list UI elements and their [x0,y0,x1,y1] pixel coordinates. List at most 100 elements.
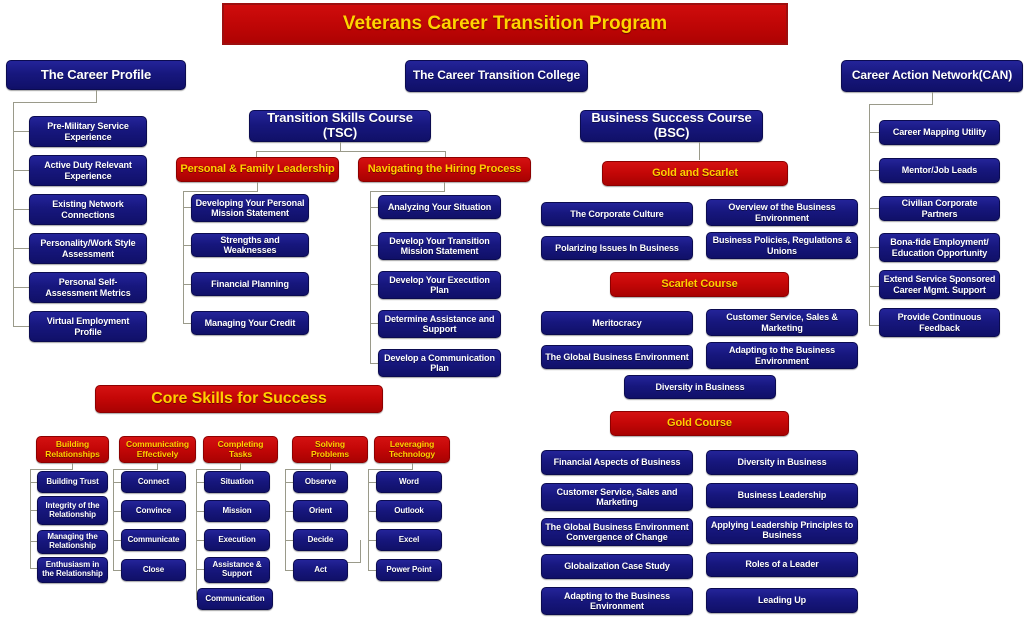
connector [370,245,380,246]
bsc-section-item[interactable]: Diversity in Business [706,450,858,475]
bsc-section-header[interactable]: Scarlet Course [610,272,789,297]
tsc-branch-item[interactable]: Develop a Communication Plan [378,349,501,377]
career-profile-item[interactable]: Personality/Work Style Assessment [29,233,147,264]
core-skills-item[interactable]: Excel [376,529,442,551]
core-skills-item[interactable]: Convince [121,500,186,522]
can-item[interactable]: Civilian Corporate Partners [879,196,1000,221]
bsc-section-item[interactable]: Overview of the Business Environment [706,199,858,226]
bsc-section-item[interactable]: Applying Leadership Principles to Busine… [706,516,858,544]
core-skills-item[interactable]: Enthusiasm in the Relationship [37,557,108,583]
bsc-section-item[interactable]: Adapting to the Business Environment [706,342,858,369]
bsc-section-item[interactable]: The Global Business Environment [541,345,693,369]
core-skills-item[interactable]: Communicate [121,529,186,551]
core-skills-header[interactable]: Core Skills for Success [95,385,383,413]
tsc-branch-item[interactable]: Develop Your Execution Plan [378,271,501,299]
tsc-branch-item[interactable]: Strengths and Weaknesses [191,233,309,257]
core-skills-item[interactable]: Managing the Relationship [37,530,108,554]
tsc-branch-item[interactable]: Develop Your Transition Mission Statemen… [378,232,501,260]
connector [113,469,114,571]
bsc-section-item[interactable]: The Global Business Environment Converge… [541,518,693,546]
tsc-branch-header[interactable]: Personal & Family Leadership [176,157,339,182]
core-skills-item[interactable]: Mission [204,500,270,522]
core-skills-item[interactable]: Integrity of the Relationship [37,496,108,525]
bsc-section-item[interactable]: Adapting to the Business Environment [541,587,693,615]
bsc-section-item[interactable]: Business Policies, Regulations & Unions [706,232,858,259]
core-skills-column-header[interactable]: Solving Problems [292,436,368,463]
connector [196,540,205,541]
career-profile-item[interactable]: Pre-Military Service Experience [29,116,147,147]
tsc-branch-item[interactable]: Developing Your Personal Mission Stateme… [191,194,309,222]
core-skills-item[interactable]: Act [293,559,348,581]
core-skills-column-header[interactable]: Building Relationships [36,436,109,463]
career-profile-item[interactable]: Active Duty Relevant Experience [29,155,147,186]
career-profile-item[interactable]: Virtual Employment Profile [29,311,147,342]
connector [932,92,933,104]
tsc-branch-item[interactable]: Determine Assistance and Support [378,310,501,338]
career-profile-item[interactable]: Personal Self-Assessment Metrics [29,272,147,303]
connector [240,463,241,469]
career-transition-college-header[interactable]: The Career Transition College [405,60,588,92]
bsc-section-item[interactable]: Diversity in Business [624,375,776,399]
can-item[interactable]: Extend Service Sponsored Career Mgmt. Su… [879,270,1000,299]
tsc-branch-item[interactable]: Managing Your Credit [191,311,309,335]
career-profile-item[interactable]: Existing Network Connections [29,194,147,225]
core-skills-item[interactable]: Situation [204,471,270,493]
core-skills-column-header[interactable]: Completing Tasks [203,436,278,463]
connector [96,90,97,102]
core-skills-column-header[interactable]: Communicating Effectively [119,436,196,463]
core-skills-item[interactable]: Word [376,471,442,493]
bsc-section-item[interactable]: Customer Service, Sales and Marketing [541,483,693,511]
core-skills-item[interactable]: Connect [121,471,186,493]
bsc-section-item[interactable]: Meritocracy [541,311,693,335]
connector [285,469,286,571]
bsc-section-item[interactable]: The Corporate Culture [541,202,693,226]
connector [196,482,205,483]
connector [196,469,241,470]
core-skills-item[interactable]: Assistance & Support [204,557,270,583]
core-skills-item[interactable]: Communication [197,588,273,610]
tsc-branch-item[interactable]: Analyzing Your Situation [378,195,501,219]
connector [869,247,880,248]
core-skills-item[interactable]: Building Trust [37,471,108,493]
connector [183,191,184,324]
connector [368,469,369,571]
connector [445,151,446,157]
bsc-section-header[interactable]: Gold and Scarlet [602,161,788,186]
core-skills-column-header[interactable]: Leveraging Technology [374,436,450,463]
bsc-section-header[interactable]: Gold Course [610,411,789,436]
can-item[interactable]: Career Mapping Utility [879,120,1000,145]
connector [30,469,31,569]
connector [13,102,14,327]
tsc-branch-item[interactable]: Financial Planning [191,272,309,296]
bsc-section-item[interactable]: Financial Aspects of Business [541,450,693,475]
career-profile-header[interactable]: The Career Profile [6,60,186,90]
bsc-section-item[interactable]: Customer Service, Sales & Marketing [706,309,858,336]
connector [256,151,445,152]
connector [412,463,413,469]
bsc-section-item[interactable]: Roles of a Leader [706,552,858,577]
can-header[interactable]: Career Action Network(CAN) [841,60,1023,92]
core-skills-item[interactable]: Orient [293,500,348,522]
can-item[interactable]: Bona-fide Employment/ Education Opportun… [879,233,1000,262]
bsc-section-item[interactable]: Globalization Case Study [541,554,693,579]
bsc-section-item[interactable]: Leading Up [706,588,858,613]
connector [370,207,380,208]
connector [370,323,380,324]
page-title: Veterans Career Transition Program [222,3,788,45]
can-item[interactable]: Provide Continuous Feedback [879,308,1000,337]
bsc-header[interactable]: Business Success Course (BSC) [580,110,763,142]
core-skills-item[interactable]: Power Point [376,559,442,581]
bsc-section-item[interactable]: Business Leadership [706,483,858,508]
bsc-section-item[interactable]: Polarizing Issues In Business [541,236,693,260]
connector [340,562,361,563]
can-item[interactable]: Mentor/Job Leads [879,158,1000,183]
core-skills-item[interactable]: Execution [204,529,270,551]
connector [13,131,29,132]
connector [370,363,380,364]
core-skills-item[interactable]: Observe [293,471,348,493]
tsc-branch-header[interactable]: Navigating the Hiring Process [358,157,531,182]
core-skills-item[interactable]: Decide [293,529,348,551]
tsc-header[interactable]: Transition Skills Course (TSC) [249,110,431,142]
core-skills-item[interactable]: Outlook [376,500,442,522]
core-skills-item[interactable]: Close [121,559,186,581]
